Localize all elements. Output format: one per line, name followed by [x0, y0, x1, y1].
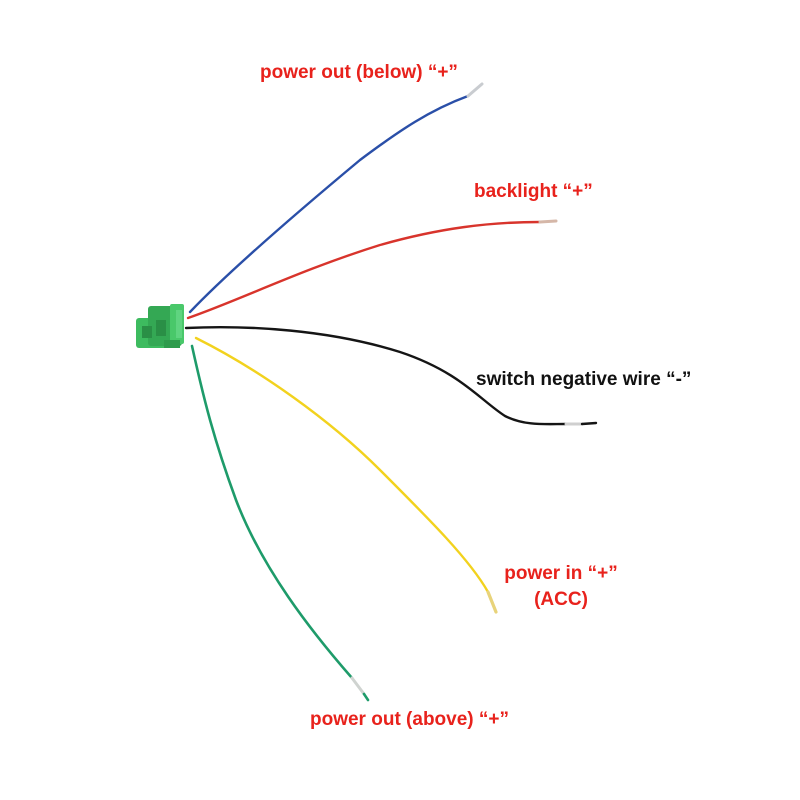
- black-wire: [184, 326, 568, 426]
- label-power-in-line1: power in “+”: [504, 563, 618, 584]
- blue-wire: [188, 94, 470, 314]
- label-power-out-below: power out (below) “+”: [260, 62, 458, 83]
- wire-harness-connector-icon: [136, 304, 184, 348]
- yellow-wire-tip: [486, 590, 498, 614]
- label-power-in-line2: (ACC): [534, 589, 588, 610]
- black-wire-end: [580, 421, 598, 426]
- yellow-wire: [194, 336, 490, 594]
- green-wire: [190, 344, 354, 680]
- photo-backdrop: [28, 28, 772, 742]
- label-switch-negative-wire: switch negative wire “-”: [476, 369, 692, 390]
- green-wire-tip: [350, 676, 366, 696]
- label-power-out-above: power out (above) “+”: [310, 709, 509, 730]
- blue-wire-tip: [466, 82, 484, 98]
- green-wire-end: [362, 692, 370, 702]
- label-power-in: power in “+” (ACC): [486, 561, 636, 613]
- red-wire-tip: [538, 219, 558, 224]
- label-backlight: backlight “+”: [474, 181, 593, 202]
- red-wire: [186, 220, 542, 320]
